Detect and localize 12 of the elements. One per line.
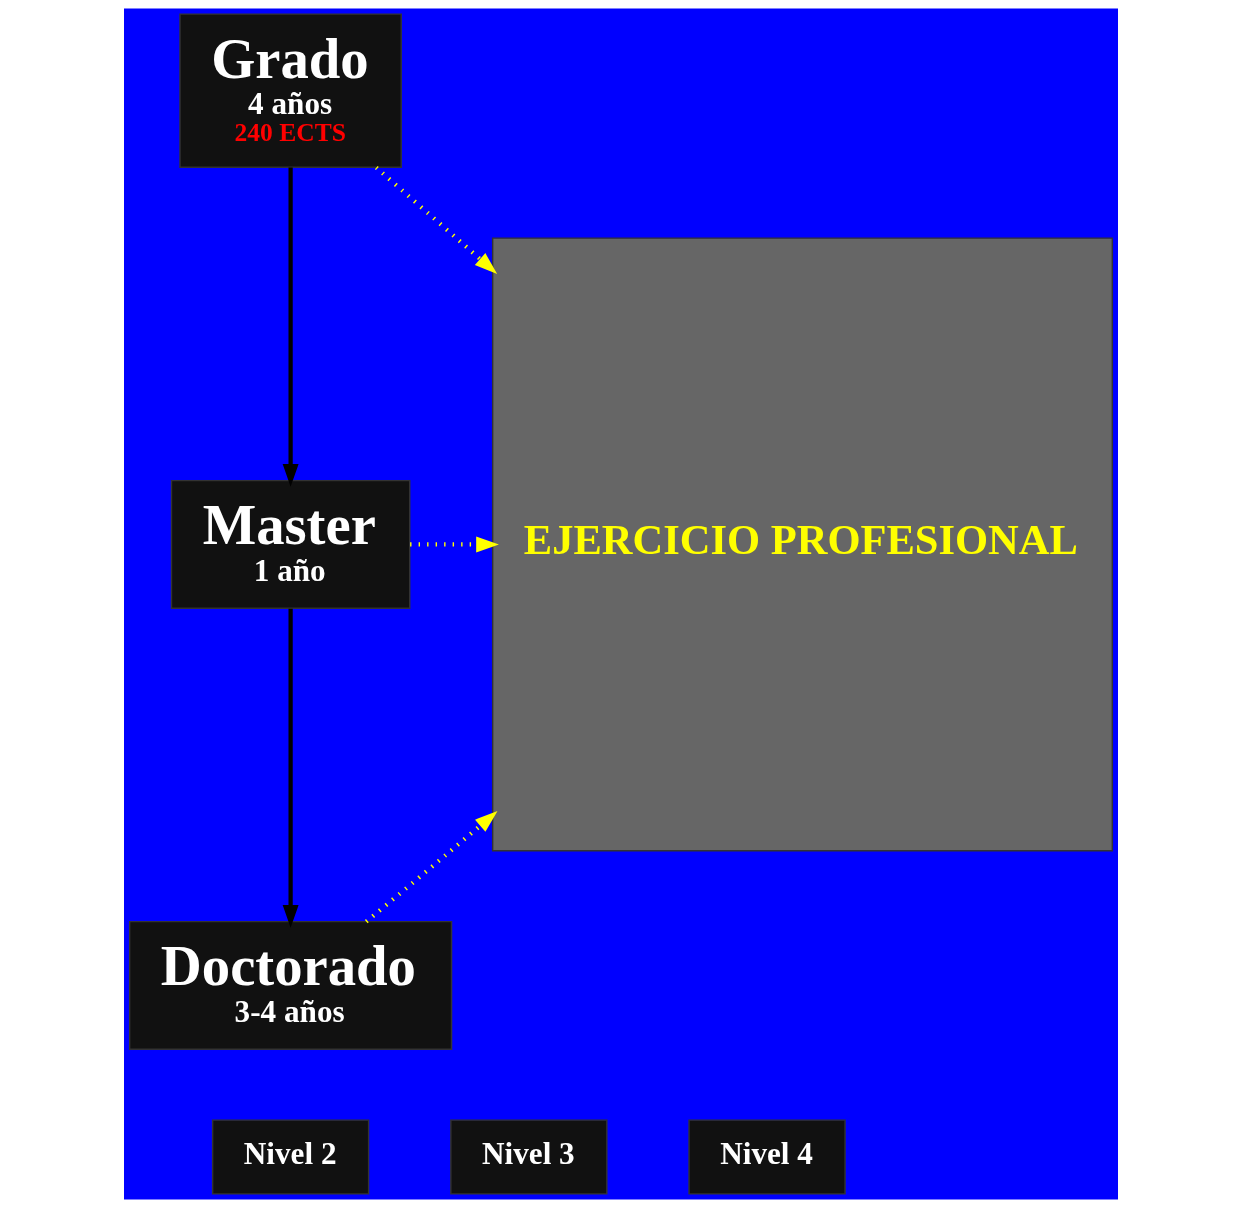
node-box: Nivel 3 [449,1119,608,1195]
arrow [364,810,498,924]
node-box: Doctorado 3-4 años [128,920,452,1050]
arrow [282,608,299,928]
node-box: EJERCICIO PROFESIONAL [491,237,1113,852]
arrow [374,166,497,275]
arrow [282,167,299,487]
arrow [409,536,499,553]
node-box: Grado 4 años 240 ECTS [178,13,402,168]
node-box: Nivel 2 [211,1119,369,1195]
node-box: Nivel 4 [687,1119,846,1195]
node-box: Master 1 año [170,479,410,609]
